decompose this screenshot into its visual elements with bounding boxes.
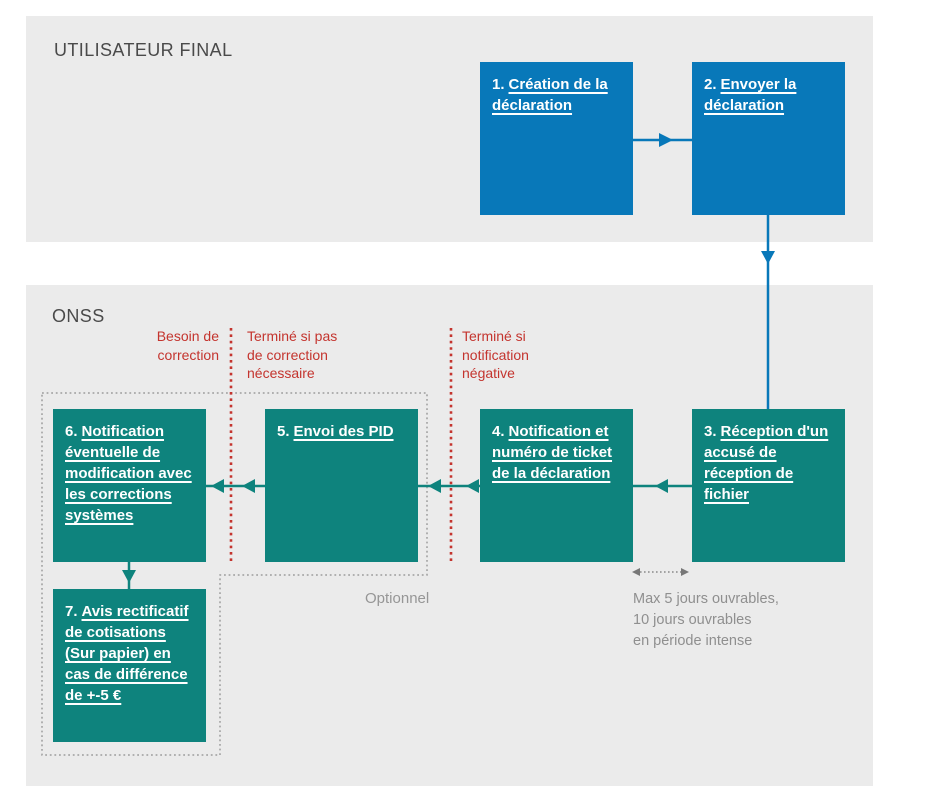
section-title-onss: ONSS bbox=[52, 306, 105, 326]
step-box-3: 3.Réception d'un accusé de réception de … bbox=[692, 409, 845, 562]
step-link-envoyer-declaration[interactable]: Envoyer la déclaration bbox=[704, 76, 797, 114]
step-link-reception-accuse[interactable]: Réception d'un accusé de réception de fi… bbox=[704, 423, 829, 503]
annotation-termine-si-pas-de-correction: Terminé si pas de correction nécessaire bbox=[247, 328, 338, 381]
step-box-4: 4.Notification et numéro de ticket de la… bbox=[480, 409, 633, 562]
step-number: 4. bbox=[492, 423, 505, 440]
step-box-6: 6.Notification éventuelle de modificatio… bbox=[53, 409, 206, 562]
annotation-termine-si-notification-negative: Terminé si notification négative bbox=[462, 328, 529, 381]
step-link-avis-rectificatif[interactable]: Avis rectificatif de cotisations (Sur pa… bbox=[65, 603, 189, 704]
step-link-notification-modification[interactable]: Notification éventuelle de modification … bbox=[65, 423, 192, 524]
step-link-creation-declaration[interactable]: Création de la déclaration bbox=[492, 76, 608, 114]
section-title-utilisateur-final: UTILISATEUR FINAL bbox=[54, 40, 233, 60]
step-number: 5. bbox=[277, 423, 290, 440]
step-number: 7. bbox=[65, 603, 78, 620]
step-box-5: 5.Envoi des PID bbox=[265, 409, 418, 562]
step-box-7: 7.Avis rectificatif de cotisations (Sur … bbox=[53, 589, 206, 742]
step-box-2: 2.Envoyer la déclaration bbox=[692, 62, 845, 215]
step-number: 2. bbox=[704, 76, 717, 93]
step-number: 6. bbox=[65, 423, 78, 440]
step-number: 1. bbox=[492, 76, 505, 93]
arrowhead-step2-step3 bbox=[761, 251, 775, 264]
annotation-optionnel: Optionnel bbox=[365, 590, 430, 607]
step-box-1: 1.Création de la déclaration bbox=[480, 62, 633, 215]
step-number: 3. bbox=[704, 423, 717, 440]
step-link-envoi-pid[interactable]: Envoi des PID bbox=[293, 423, 394, 440]
step-link-notification-ticket[interactable]: Notification et numéro de ticket de la d… bbox=[492, 423, 613, 482]
annotation-delai-max: Max 5 jours ouvrables, 10 jours ouvrable… bbox=[633, 591, 779, 649]
annotation-besoin-de-correction: Besoin de correction bbox=[156, 328, 219, 363]
